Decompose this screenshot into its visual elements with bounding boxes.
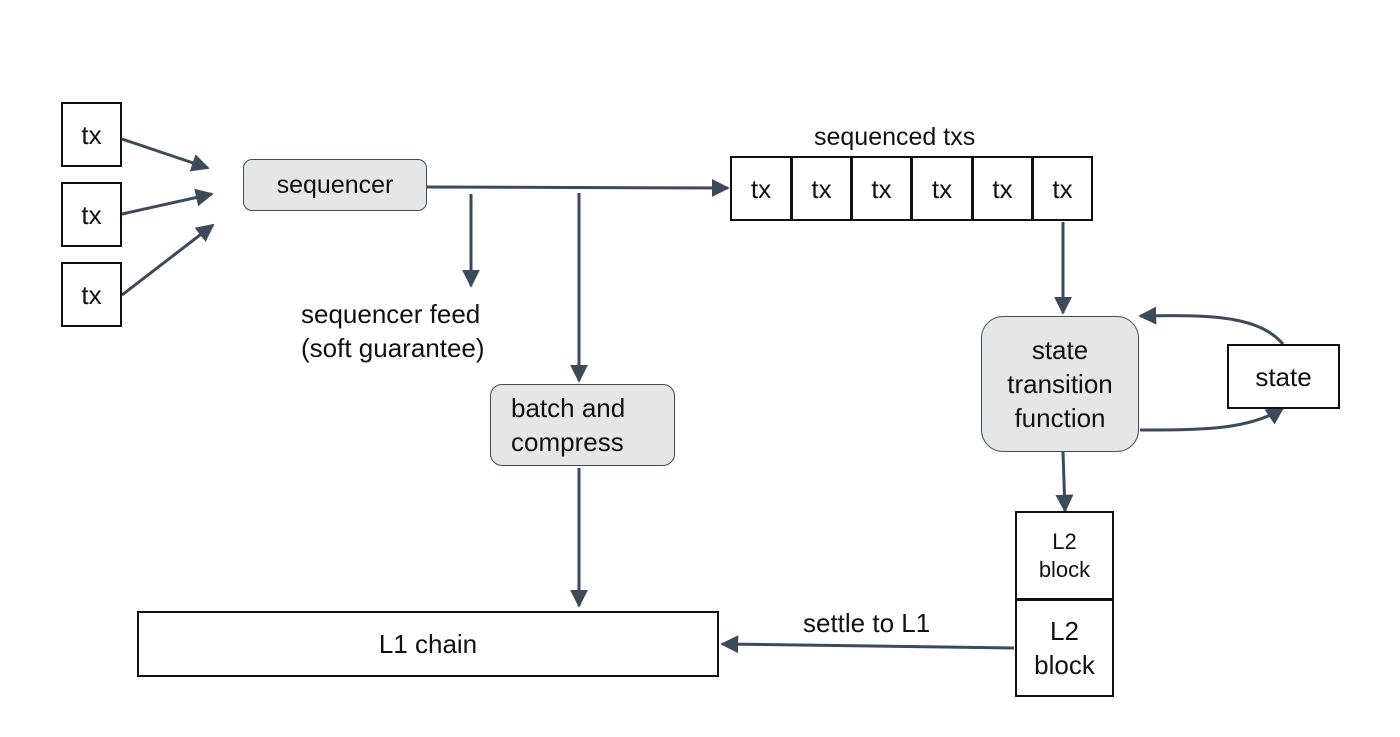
input-tx-2-label: tx <box>81 199 102 230</box>
sequenced-tx-5: tx <box>972 156 1033 221</box>
sequenced-tx-2-label: tx <box>811 173 832 204</box>
sequenced-tx-6: tx <box>1032 156 1093 221</box>
arrow-tx1-to-sequencer <box>121 137 210 172</box>
sequencer-label: sequencer <box>276 171 394 199</box>
arrow-stf-to-state <box>1139 406 1285 432</box>
l2-block-bottom-line2: block <box>1034 650 1095 680</box>
sequenced-tx-3: tx <box>851 156 912 221</box>
sequencer-feed-line1: sequencer feed <box>301 299 481 329</box>
sequenced-tx-6-label: tx <box>1052 173 1073 204</box>
sequencer-feed-label: sequencer feed (soft guarantee) <box>301 297 485 365</box>
sequenced-tx-5-label: tx <box>992 173 1013 204</box>
input-tx-1-label: tx <box>81 119 102 150</box>
l1-chain-node: L1 chain <box>137 611 719 677</box>
arrow-stf-to-l2block <box>1055 451 1074 513</box>
sequenced-tx-1-label: tx <box>750 173 772 204</box>
l2-block-bottom-line1: L2 <box>1050 616 1079 646</box>
l2-block-bottom: L2 block <box>1015 599 1114 697</box>
sequenced-tx-1: tx <box>730 156 792 221</box>
arrow-sequencer-to-txs <box>426 178 730 197</box>
sequenced-tx-4-label: tx <box>931 173 953 204</box>
stf-line1: state <box>1031 335 1089 365</box>
arrow-tx3-to-sequencer <box>121 223 215 297</box>
state-label: state <box>1255 361 1312 392</box>
sequenced-txs-label: sequenced txs <box>814 123 976 151</box>
batch-line1: batch and <box>511 393 626 423</box>
sequenced-tx-2: tx <box>791 156 852 221</box>
stf-line3: function <box>1014 403 1106 433</box>
state-node: state <box>1227 344 1340 409</box>
input-tx-3: tx <box>61 262 122 327</box>
l2-block-top-line2: block <box>1038 556 1091 582</box>
stf-line2: transition <box>1007 369 1113 399</box>
arrow-tx2-to-sequencer <box>121 188 214 216</box>
input-tx-3-label: tx <box>81 279 102 310</box>
l1-chain-label: L1 chain <box>378 629 478 659</box>
arrow-settle-to-l1 <box>720 635 1015 654</box>
settle-to-l1-label: settle to L1 <box>803 608 931 638</box>
input-tx-2: tx <box>61 182 122 247</box>
arrow-state-to-stf <box>1138 306 1285 345</box>
l2-block-top: L2 block <box>1015 511 1114 600</box>
state-transition-function-node: state transition function <box>981 316 1139 452</box>
sequencer-feed-line2: (soft guarantee) <box>301 333 485 363</box>
batch-line2: compress <box>511 427 624 457</box>
input-tx-1: tx <box>61 102 122 167</box>
sequenced-tx-4: tx <box>911 156 973 221</box>
sequenced-tx-3-label: tx <box>871 173 892 204</box>
sequencer-node: sequencer <box>243 159 427 211</box>
l2-block-top-line1: L2 <box>1052 528 1077 554</box>
batch-compress-node: batch and compress <box>490 384 675 466</box>
